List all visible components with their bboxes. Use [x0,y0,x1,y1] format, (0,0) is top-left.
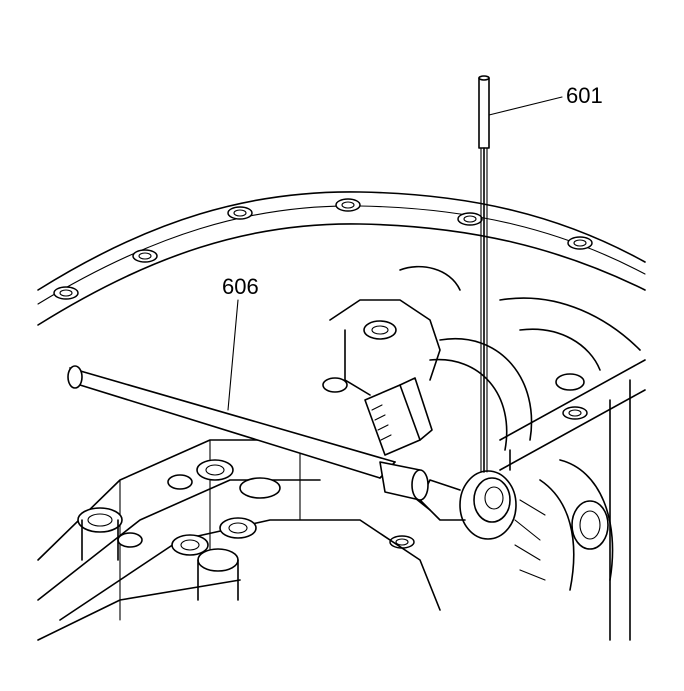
valve-body [37,439,441,641]
tool-601-probe [478,75,490,473]
leader-lines [227,96,563,411]
electrical-connector [364,377,433,456]
case-wall-right [499,359,646,641]
callout-606-label: 606 [222,274,259,299]
case-flange [37,191,646,326]
shaft-seal-assembly [419,337,533,540]
internal-components [322,265,641,591]
callout-601-label: 601 [566,83,603,108]
tool-606-rod [67,365,429,501]
flange-bolts [53,198,593,549]
